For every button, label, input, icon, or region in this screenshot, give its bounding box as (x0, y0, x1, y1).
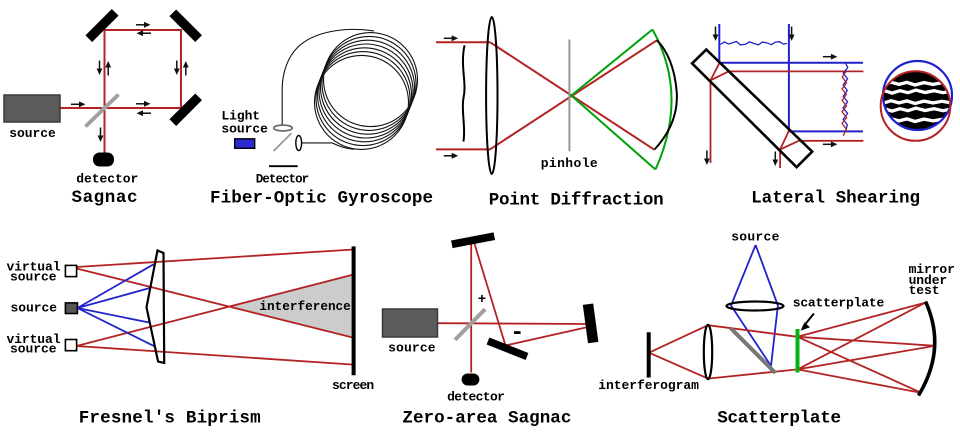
svg-text:Zero-area Sagnac: Zero-area Sagnac (402, 409, 571, 429)
svg-text:mirror: mirror (909, 262, 955, 277)
svg-text:test: test (909, 283, 940, 298)
svg-text:source: source (388, 340, 436, 355)
svg-text:+: + (478, 292, 486, 308)
svg-text:Light: Light (221, 109, 260, 124)
svg-text:source: source (221, 121, 268, 136)
svg-text:interference: interference (259, 299, 350, 314)
svg-text:under: under (909, 273, 948, 288)
svg-text:source: source (10, 270, 57, 285)
svg-text:source: source (731, 230, 779, 245)
svg-text:Fiber-Optic Gyroscope: Fiber-Optic Gyroscope (210, 188, 433, 208)
svg-text:Scatterplate: Scatterplate (717, 409, 841, 429)
svg-text:Detector: Detector (256, 173, 309, 187)
svg-text:screen: screen (332, 378, 374, 393)
svg-text:source: source (11, 301, 58, 316)
svg-text:Fresnel's Biprism: Fresnel's Biprism (79, 409, 261, 429)
svg-text:source: source (9, 126, 56, 141)
svg-text:detector: detector (447, 389, 505, 404)
svg-text:interferogram: interferogram (598, 378, 699, 393)
svg-text:Lateral Shearing: Lateral Shearing (751, 188, 920, 208)
svg-text:Point Diffraction: Point Diffraction (489, 191, 664, 211)
svg-text:source: source (10, 342, 57, 357)
svg-text:detector: detector (76, 172, 138, 187)
svg-text:virtual: virtual (7, 260, 61, 275)
svg-text:virtual: virtual (7, 332, 61, 347)
svg-text:scatterplate: scatterplate (793, 296, 885, 311)
svg-text:pinhole: pinhole (541, 156, 598, 171)
svg-text:Sagnac: Sagnac (72, 188, 138, 208)
